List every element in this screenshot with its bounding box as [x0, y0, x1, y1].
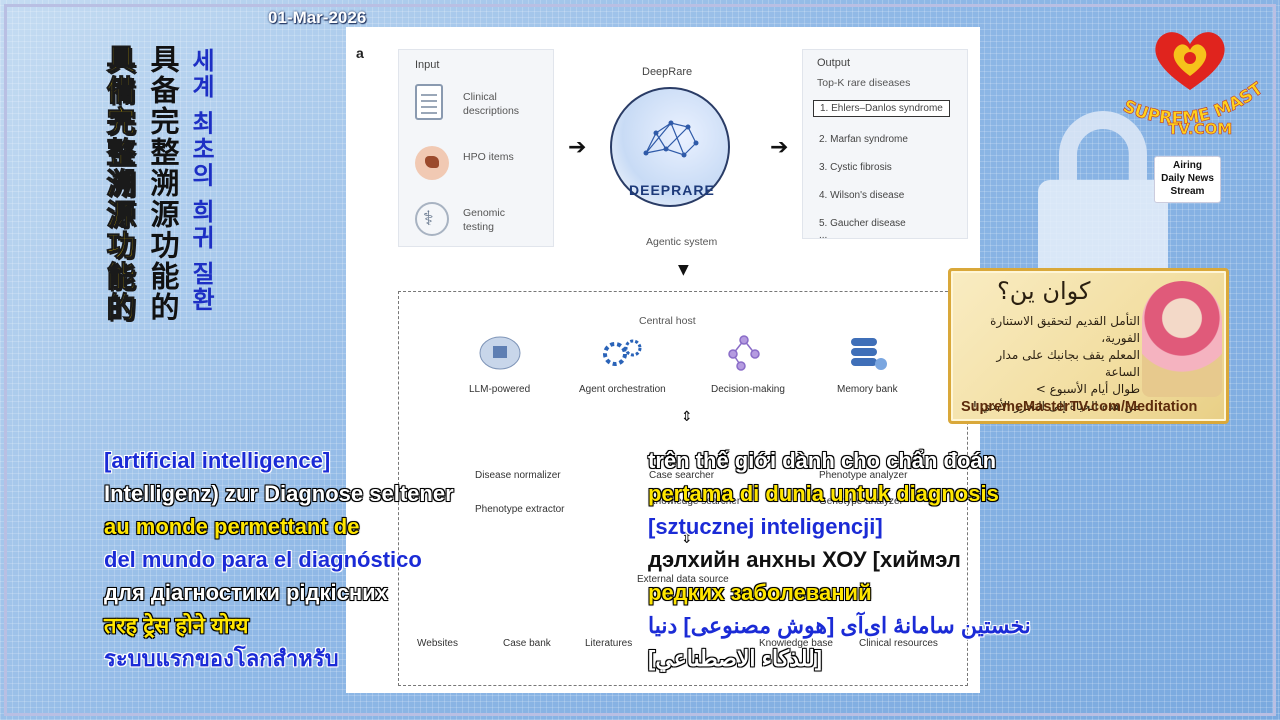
subtitle-line: Intelligenz) zur Diagnose seltener — [104, 481, 454, 506]
external-source-title: External data source — [637, 574, 729, 585]
tool-label: Case searcher — [649, 470, 715, 481]
hpo-icon — [415, 146, 449, 180]
subtitle-line: для діагностики рідкісних — [104, 580, 388, 605]
subtitle-line: نخستین سامانهٔ ای‌آی [هوش مصنوعی] دنیا — [648, 613, 1031, 638]
master-portrait-image — [1142, 281, 1222, 397]
source-label: Knowledge base — [759, 638, 833, 649]
bidirectional-arrow-icon: ⇕ — [681, 409, 693, 425]
output-item: 3. Cystic fibrosis — [819, 162, 892, 173]
subtitle-line: trên thế giới dành cho chẩn đoán — [648, 448, 997, 473]
database-icon — [851, 338, 887, 370]
source-label: Clinical resources — [859, 638, 938, 649]
host-item-label: Decision-making — [711, 384, 785, 395]
source-label: Case bank — [503, 638, 551, 649]
host-item-label: LLM-powered — [469, 384, 531, 395]
subtitle-line: [sztucznej inteligencji] — [648, 514, 883, 539]
airing-badge: Airing Daily News Stream — [1154, 156, 1221, 203]
subtitle-line: pertama di dunia untuk diagnosis — [648, 481, 999, 506]
supreme-master-tv-logo-icon — [1155, 32, 1225, 90]
tool-label: Genotype analyzer — [819, 496, 903, 507]
subtitles-left: [artificial intelligence] Intelligenz) z… — [104, 444, 544, 684]
subtitle-line: [artificial intelligence] — [104, 448, 331, 473]
supreme-master-tv-logo-text: SUPREME MASTER TV.COM — [1116, 70, 1266, 138]
input-box: Input Clinical descriptions HPO items Ge… — [398, 49, 554, 247]
subtitle-line: редких заболеваний — [648, 580, 872, 605]
source-label: Websites — [417, 638, 458, 649]
output-item: 5. Gaucher disease — [819, 218, 906, 229]
arrow-right-icon: ➔ — [568, 135, 587, 160]
subtitle-line: [للذكاء الاصطناعي] — [648, 646, 823, 671]
bidirectional-arrow-icon: ⇕ — [681, 531, 693, 547]
tool-label: Disease normalizer — [475, 470, 561, 481]
output-item: 4. Wilson's disease — [819, 190, 905, 201]
center-title: DeepRare — [642, 66, 693, 78]
output-title: Output — [817, 57, 851, 69]
airing-line: Daily News — [1161, 173, 1214, 184]
vertical-caption-korean: 세계 최초의 희귀 질환 — [187, 48, 215, 314]
ad-text: التأمل القديم لتحقيق الاستنارة الفورية، … — [960, 313, 1140, 415]
tool-label: Knowledge searcher — [649, 496, 741, 507]
ad-line: من هذه الحياة إلى التحرر الأبدي ! — [972, 399, 1140, 413]
dna-icon — [415, 202, 449, 236]
central-host-title: Central host — [639, 315, 696, 327]
host-item-label: Agent orchestration — [579, 384, 666, 395]
output-item: 2. Marfan syndrome — [819, 134, 908, 145]
svg-text:TV.COM: TV.COM — [1168, 120, 1232, 138]
output-box: Output Top-K rare diseases 1. Ehlers–Dan… — [802, 49, 968, 241]
neural-network-icon — [643, 120, 699, 158]
arrow-down-icon: ▼ — [678, 262, 689, 278]
tool-label: Phenotype analyzer — [819, 470, 908, 481]
airing-line: Stream — [1170, 186, 1205, 197]
subtitle-line: au monde permettant de — [104, 514, 360, 539]
subtitle-line: дэлхийн анхны ХОУ [хиймэл — [648, 547, 961, 572]
subtitles-right: trên thế giới dành cho chẩn đoán pertama… — [648, 444, 1098, 684]
center-caption: Agentic system — [646, 236, 718, 248]
ad-title: كوان ين؟ — [997, 277, 1091, 305]
vertical-caption-traditional-chinese: 具備完整溯源功能的 — [102, 44, 137, 324]
llm-brain-icon — [479, 336, 521, 370]
deeprare-logo: DEEPRARE — [629, 182, 715, 198]
arrow-right-icon: ➔ — [770, 135, 789, 160]
host-item-label: Memory bank — [837, 384, 898, 395]
airing-line: Airing — [1173, 160, 1202, 171]
input-item: HPO items — [463, 151, 514, 163]
vertical-caption-simplified-chinese: 具备完整溯源功能的 — [146, 44, 180, 323]
agentic-system-box: Central host LLM-powered Agent orchestra… — [398, 291, 968, 686]
tool-label: Phenotype extractor — [475, 504, 565, 515]
meditation-ad-banner[interactable]: كوان ين؟ التأمل القديم لتحقيق الاستنارة … — [948, 268, 1229, 424]
subtitle-line: ระบบแรกของโลกสำหรับ — [104, 646, 339, 671]
output-item: ... — [819, 230, 828, 241]
subtitle-line: तरह ट्रेस होने योग्य — [104, 613, 249, 638]
output-item: 1. Ehlers–Danlos syndrome — [813, 100, 950, 117]
ad-url-link[interactable]: SupremeMasterTV.com/Meditation — [961, 399, 1198, 415]
ad-line: طوال أيام الأسبوع > — [1035, 382, 1140, 396]
input-item: Clinical descriptions — [463, 91, 520, 117]
input-item: Genomic testing — [463, 207, 506, 233]
decision-tree-icon — [728, 335, 760, 371]
subtitle-line: del mundo para el diagnóstico — [104, 547, 422, 572]
broadcast-date: 01-Mar-2026 — [268, 8, 367, 27]
source-label: Literatures — [585, 638, 633, 649]
figure-panel-letter: a — [356, 45, 364, 61]
gears-icon — [603, 339, 642, 366]
brain-icon — [610, 87, 730, 207]
deeprare-figure: a Input Clinical descriptions HPO items … — [346, 27, 980, 693]
clipboard-icon — [415, 84, 443, 120]
lock-icon — [1038, 111, 1168, 285]
ad-line: المعلم يقف بجانبك على مدار الساعة — [996, 348, 1140, 379]
output-subtitle: Top-K rare diseases — [817, 77, 911, 89]
ad-line: التأمل القديم لتحقيق الاستنارة الفورية، — [990, 314, 1140, 345]
input-title: Input — [415, 59, 440, 71]
